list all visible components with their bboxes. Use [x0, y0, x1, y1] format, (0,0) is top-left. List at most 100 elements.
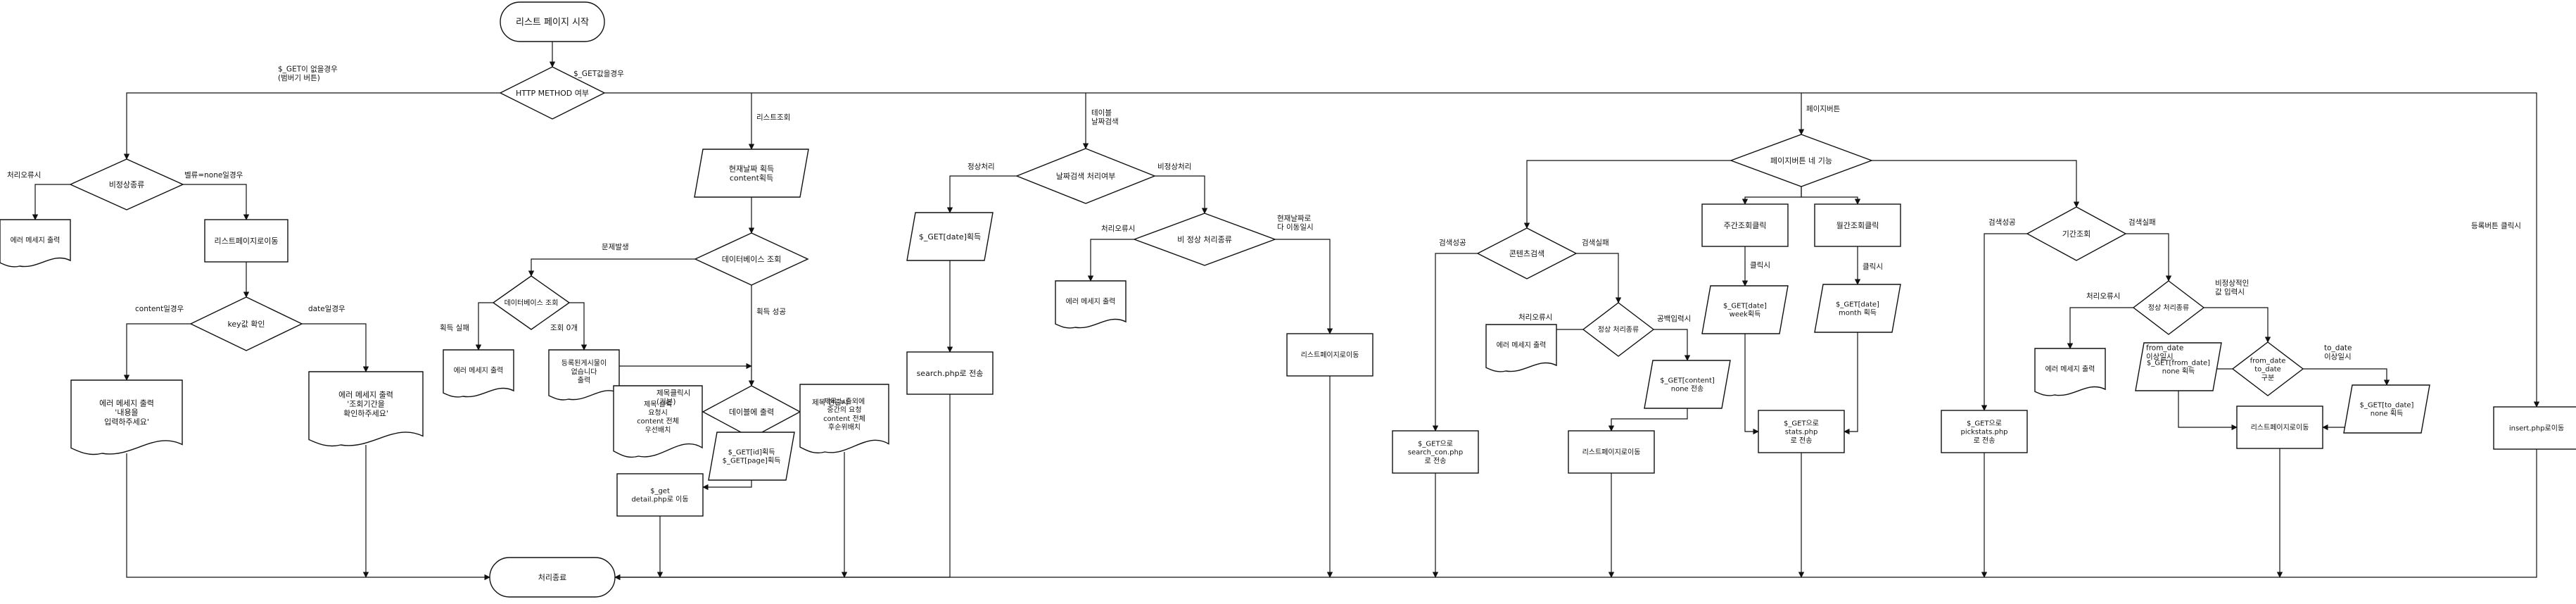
get-content-none-node: $_GET[content]none 전송	[1644, 360, 1731, 409]
edge-15	[475, 302, 493, 351]
key-check-label: key값 확인	[227, 320, 265, 329]
get-date-node: $_GET[date]획득	[906, 212, 994, 261]
edge-36	[1801, 187, 1861, 205]
normal-proc-label: 정상 처리종류	[1598, 326, 1639, 334]
edge-46	[1744, 334, 1759, 435]
start-node: 리스트 페이지 시작	[500, 1, 605, 42]
l-search-fail-label: 검색실패	[1582, 239, 1609, 247]
edge-38	[1576, 253, 1622, 303]
l-abnormal-label: 비정상처리	[1157, 163, 1191, 171]
get-week-node: $_GET[date]week획득	[1701, 285, 1789, 334]
l-err-proc2-label: 처리오류시	[1101, 225, 1135, 233]
get-id-label: $_GET[id]획득$_GET[page]획득	[723, 448, 781, 465]
edge-9	[123, 323, 191, 381]
abn-type-label: 비정상종류	[109, 180, 145, 189]
err-out3-label: 에러 메세지 출력	[1066, 298, 1116, 306]
l-query-zero-label: 조회 0개	[550, 324, 578, 332]
order-node: 데이블에 출력	[702, 385, 801, 439]
get-date-label: $_GET[date]획득	[919, 232, 981, 241]
start-label: 리스트 페이지 시작	[516, 18, 589, 28]
week-btn-node: 주간조회클릭	[1701, 203, 1789, 247]
normal-proc-node: 정상 처리종류	[1582, 302, 1655, 357]
l-get-none-label: $_GET이 없을경우(범버기 버튼)	[278, 64, 338, 82]
edge-1	[123, 92, 500, 160]
search-move-label: search.php로 전송	[917, 369, 984, 378]
err-out4-label: 에러 메세지 출력	[1497, 341, 1547, 350]
get-content-none-label: $_GET[content]none 전송	[1660, 377, 1715, 394]
edge-59	[614, 449, 2537, 581]
l-err-proc3-label: 처리오류시	[1518, 313, 1552, 322]
edge-11	[126, 453, 490, 581]
normal-proc2-node: 정상 처리종류	[2132, 280, 2205, 335]
date-abn-node: 비 정상 처리종류	[1132, 213, 1277, 266]
l-search-ok-label: 검색성공	[1439, 239, 1466, 247]
err-out5-node: 에러 메세지 출력	[2034, 348, 2106, 396]
get-month-node: $_GET[date]month 획득	[1814, 284, 1901, 333]
get-id-node: $_GET[id]획득$_GET[page]획득	[708, 432, 795, 481]
method-label: HTTP METHOD 여부	[516, 89, 589, 98]
l-blank-input-label: 공백입력시	[1657, 314, 1691, 323]
l-content-case-label: content일경우	[135, 304, 184, 313]
edge-2	[604, 92, 2540, 408]
l-date-case-label: date일경우	[308, 304, 345, 313]
l-title-req-label: 제목클릭시(기본)	[656, 389, 690, 406]
edge-50	[2126, 233, 2172, 282]
list-move1-node: 리스트페이지로이동	[204, 219, 288, 263]
end-node: 처리종료	[489, 557, 616, 598]
edge-35	[1741, 187, 1802, 205]
l-title-other-label: 제목 현출시	[812, 398, 849, 407]
paging-label: 페이지버튼 네 기능	[1770, 156, 1832, 165]
edge-52	[2204, 307, 2271, 343]
period-node: 기간조회	[2026, 206, 2127, 261]
l-query-fail-label: 획득 실패	[440, 324, 469, 332]
l-err-proc4-label: 처리오류시	[2086, 292, 2120, 301]
edge-49	[1981, 233, 2027, 411]
l-query-ok-label: 획득 성공	[756, 308, 786, 316]
l-register-click-label: 등록버튼 클릭시	[2471, 222, 2521, 230]
month-btn-node: 월간조회클릭	[1814, 203, 1901, 247]
method-node: HTTP METHOD 여부	[499, 66, 606, 120]
get-to-node: $_GET[to_date]none 획득	[2343, 384, 2430, 434]
edge-33	[1523, 160, 1731, 229]
db-query-label: 데이터베이스 조회	[722, 255, 781, 264]
edge-10	[302, 323, 369, 372]
err-out2-label: 에러 메세지 출력	[454, 367, 504, 375]
l-click1-label: 클릭시	[1750, 261, 1770, 270]
date-cond-label: 날짜검색 처리여부	[1056, 172, 1115, 181]
get-month-label: $_GET[date]month 획득	[1836, 301, 1879, 317]
list-move4-label: 리스트페이지로이동	[2251, 424, 2309, 432]
content-search-label: 콘텐츠검색	[1509, 249, 1545, 258]
edge-54	[2303, 368, 2390, 386]
edge-40	[1654, 329, 1691, 361]
l-search-ok2-label: 검색성공	[1988, 218, 2016, 227]
err-out5-label: 에러 메세지 출력	[2045, 365, 2095, 374]
list-move3-node: 리스트페이지로이동	[1568, 430, 1655, 474]
l-value-none-label: 벨류=none일경우	[184, 170, 243, 180]
get-from-node: $_GET[from_date]none 획득	[2135, 342, 2222, 391]
period-label: 기간조회	[2062, 229, 2090, 239]
l-get-exists-label: $_GET값을경우	[573, 69, 624, 78]
edge-16	[569, 302, 588, 351]
edge-22	[702, 480, 752, 491]
l-err-proc1-label: 처리오류시	[7, 171, 41, 180]
edge-47	[1844, 332, 1858, 435]
normal-proc2-label: 정상 처리종류	[2148, 304, 2189, 313]
edge-51	[2067, 307, 2133, 349]
edge-7	[183, 184, 250, 220]
